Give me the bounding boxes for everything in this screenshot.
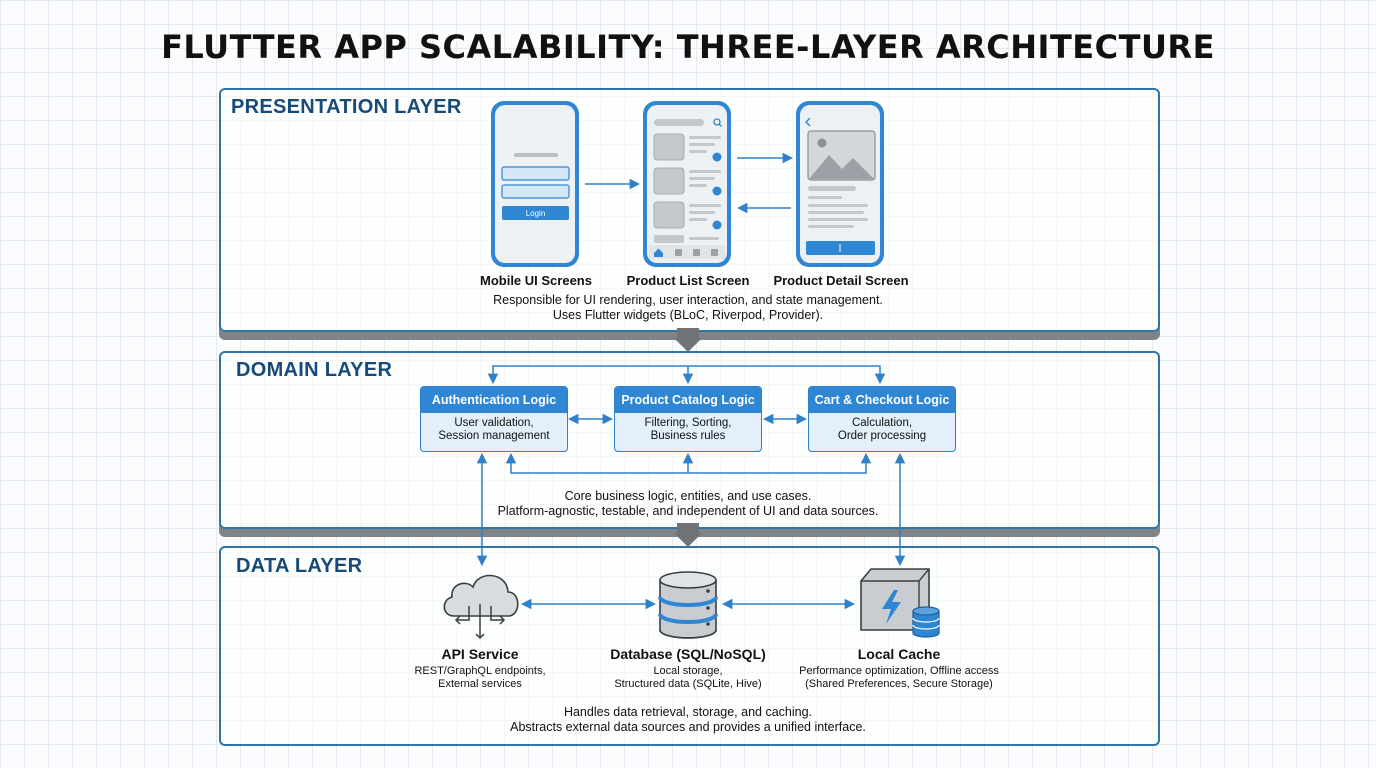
local-cache-name: Local Cache	[857, 646, 941, 662]
cart-checkout-logic-title: Cart & Checkout Logic	[809, 387, 955, 413]
layer-connector-top	[674, 328, 702, 352]
authentication-logic-details: User validation, Session management	[421, 413, 567, 443]
database-name: Database (SQL/NoSQL)	[610, 646, 766, 662]
cloud-icon	[443, 574, 519, 640]
mobile-ui-screens-caption: Mobile UI Screens	[480, 273, 592, 288]
authentication-logic-box: Authentication Logic User validation, Se…	[420, 386, 568, 452]
cart-checkout-logic-details: Calculation, Order processing	[809, 413, 955, 443]
source-detail-line: Structured data (SQLite, Hive)	[614, 678, 762, 690]
local-cache-details: Performance optimization, Offline access…	[774, 665, 1024, 691]
data-description: Handles data retrieval, storage, and cac…	[0, 705, 1376, 735]
data-description-line: Handles data retrieval, storage, and cac…	[563, 705, 813, 719]
back-icon	[805, 117, 811, 127]
cart-checkout-logic-box: Cart & Checkout Logic Calculation, Order…	[808, 386, 956, 452]
data-layer-title: DATA LAYER	[236, 555, 363, 577]
home-icon	[654, 248, 663, 257]
product-list-phone	[643, 101, 731, 267]
product-list-screen-caption: Product List Screen	[626, 273, 750, 288]
module-detail-line: User validation,	[454, 417, 534, 429]
module-detail-line: Business rules	[650, 430, 726, 442]
data-description-line: Abstracts external data sources and prov…	[510, 720, 866, 734]
diagram-title: FLUTTER APP SCALABILITY: THREE-LAYER ARC…	[161, 28, 1215, 66]
image-placeholder-icon	[817, 138, 827, 148]
search-icon	[713, 118, 721, 126]
api-service-details: REST/GraphQL endpoints, External service…	[390, 665, 570, 691]
product-catalog-logic-title: Product Catalog Logic	[615, 387, 761, 413]
database-details: Local storage, Structured data (SQLite, …	[588, 665, 788, 691]
domain-layer-title: DOMAIN LAYER	[236, 359, 393, 381]
login-screen-phone: Login	[491, 101, 579, 267]
source-detail-line: Local storage,	[653, 665, 723, 677]
module-detail-line: Calculation,	[851, 417, 913, 429]
add-to-cart-icon	[712, 152, 722, 230]
presentation-description-line: Uses Flutter widgets (BLoC, Riverpod, Pr…	[552, 308, 824, 322]
domain-description: Core business logic, entities, and use c…	[0, 489, 1376, 519]
presentation-description-line: Responsible for UI rendering, user inter…	[493, 293, 883, 307]
source-detail-line: Performance optimization, Offline access	[799, 665, 999, 677]
domain-description-line: Platform-agnostic, testable, and indepen…	[497, 504, 879, 518]
product-detail-screen-caption: Product Detail Screen	[773, 273, 909, 288]
api-service-name: API Service	[441, 646, 519, 662]
module-detail-line: Filtering, Sorting,	[644, 417, 732, 429]
source-detail-line: External services	[438, 678, 522, 690]
product-catalog-logic-box: Product Catalog Logic Filtering, Sorting…	[614, 386, 762, 452]
product-detail-phone	[796, 101, 884, 267]
domain-description-line: Core business logic, entities, and use c…	[564, 489, 812, 503]
product-catalog-logic-details: Filtering, Sorting, Business rules	[615, 413, 761, 443]
login-button-label: Login	[526, 209, 546, 218]
lightning-icon	[882, 590, 901, 624]
cache-icon	[860, 568, 940, 638]
module-detail-line: Order processing	[837, 430, 927, 442]
authentication-logic-title: Authentication Logic	[421, 387, 567, 413]
source-detail-line: REST/GraphQL endpoints,	[414, 665, 546, 677]
module-detail-line: Session management	[438, 430, 550, 442]
layer-connector-bottom	[674, 523, 702, 547]
presentation-description: Responsible for UI rendering, user inter…	[0, 293, 1376, 323]
source-detail-line: (Shared Preferences, Secure Storage)	[805, 678, 993, 690]
database-icon	[658, 571, 718, 639]
presentation-layer-title: PRESENTATION LAYER	[231, 96, 462, 118]
